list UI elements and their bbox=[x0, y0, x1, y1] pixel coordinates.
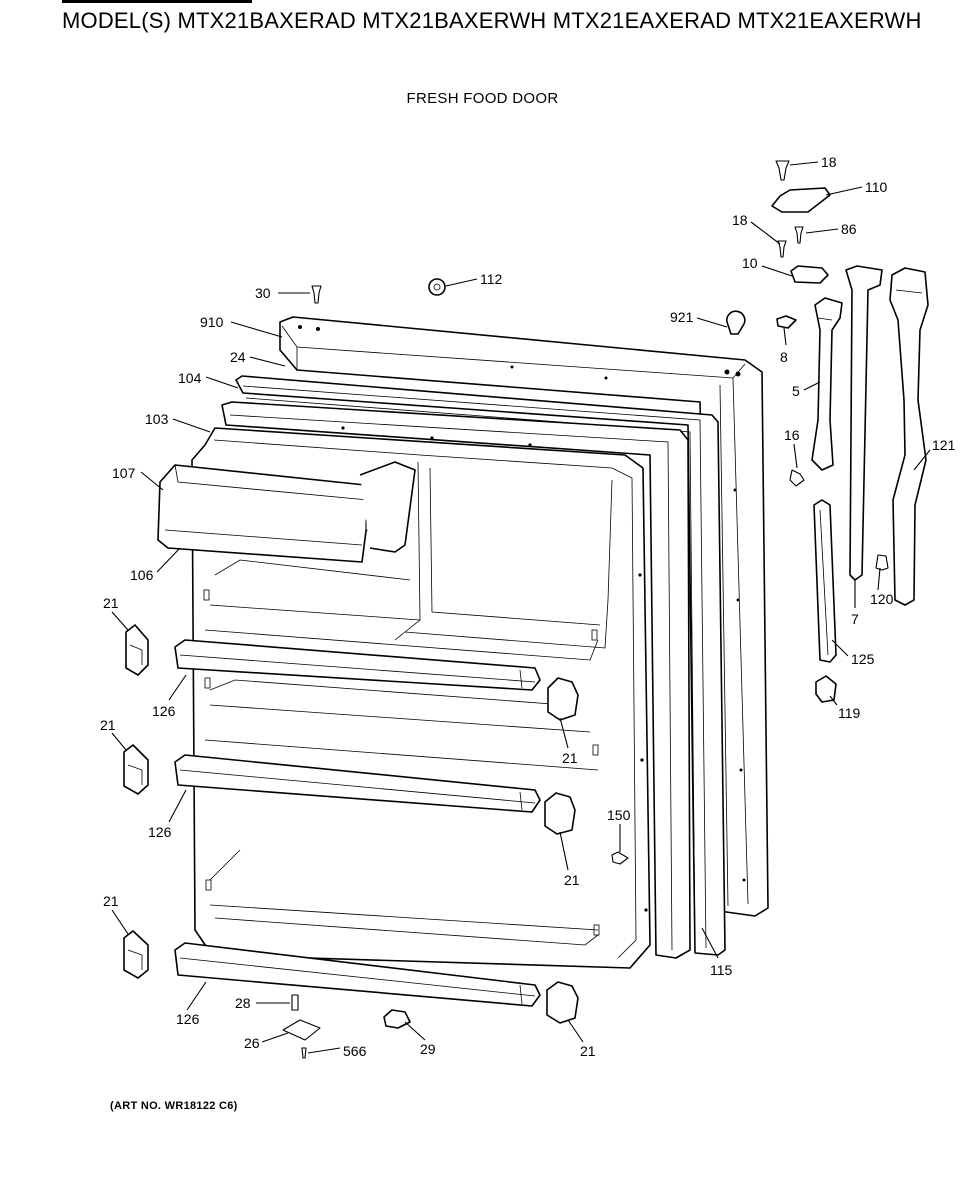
leader-lines bbox=[111, 161, 931, 1054]
callout-29: 29 bbox=[420, 1041, 436, 1057]
callout-566: 566 bbox=[343, 1043, 367, 1059]
hardware-screws bbox=[282, 160, 889, 1059]
callout-30: 30 bbox=[255, 285, 271, 301]
callout-125: 125 bbox=[851, 651, 875, 667]
callout-126: 126 bbox=[152, 703, 176, 719]
callout-110: 110 bbox=[865, 179, 888, 195]
callout-5: 5 bbox=[792, 383, 800, 399]
handle-assembly bbox=[726, 187, 929, 703]
callout-112: 112 bbox=[480, 271, 503, 287]
dairy-compartment bbox=[157, 461, 416, 563]
callout-150: 150 bbox=[607, 807, 631, 823]
callout-910: 910 bbox=[200, 314, 224, 330]
callout-28: 28 bbox=[235, 995, 251, 1011]
callout-21: 21 bbox=[100, 717, 116, 733]
callout-21: 21 bbox=[580, 1043, 596, 1059]
section-title: FRESH FOOD DOOR bbox=[406, 90, 559, 107]
callout-104: 104 bbox=[178, 370, 202, 386]
door-shelf-middle bbox=[174, 754, 541, 813]
callout-106: 106 bbox=[130, 567, 154, 583]
door-shelf-upper bbox=[174, 639, 541, 691]
callout-21: 21 bbox=[103, 595, 119, 611]
callout-115: 115 bbox=[710, 962, 733, 978]
callout-107: 107 bbox=[112, 465, 136, 481]
callout-18: 18 bbox=[821, 154, 837, 170]
callout-7: 7 bbox=[851, 611, 859, 627]
door-liner-frame bbox=[221, 401, 691, 959]
door-shelf-lower bbox=[174, 942, 541, 1007]
callout-8: 8 bbox=[780, 349, 788, 365]
callout-24: 24 bbox=[230, 349, 246, 365]
door-gasket bbox=[235, 375, 726, 956]
callout-86: 86 bbox=[841, 221, 857, 237]
inner-door-liner bbox=[191, 426, 651, 969]
callout-103: 103 bbox=[145, 411, 169, 427]
callout-18: 18 bbox=[732, 212, 748, 228]
callout-119: 119 bbox=[838, 705, 861, 721]
models-title: MODEL(S) MTX21BAXERAD MTX21BAXERWH MTX21… bbox=[62, 8, 922, 33]
callout-21: 21 bbox=[103, 893, 119, 909]
callout-16: 16 bbox=[784, 427, 800, 443]
callout-10: 10 bbox=[742, 255, 758, 271]
callout-126: 126 bbox=[176, 1011, 200, 1027]
art-number: (ART NO. WR18122 C6) bbox=[110, 1100, 238, 1112]
shelf-end-cap bbox=[123, 624, 579, 1024]
callout-21: 21 bbox=[562, 750, 578, 766]
header-rule bbox=[62, 0, 252, 3]
callout-126: 126 bbox=[148, 824, 172, 840]
callout-21: 21 bbox=[564, 872, 580, 888]
callout-26: 26 bbox=[244, 1035, 260, 1051]
callout-921: 921 bbox=[670, 309, 694, 325]
callout-120: 120 bbox=[870, 591, 894, 607]
callout-121: 121 bbox=[932, 437, 956, 453]
callout-labels: 18 110 18 86 10 30 112 910 921 8 24 104 … bbox=[100, 154, 956, 1059]
